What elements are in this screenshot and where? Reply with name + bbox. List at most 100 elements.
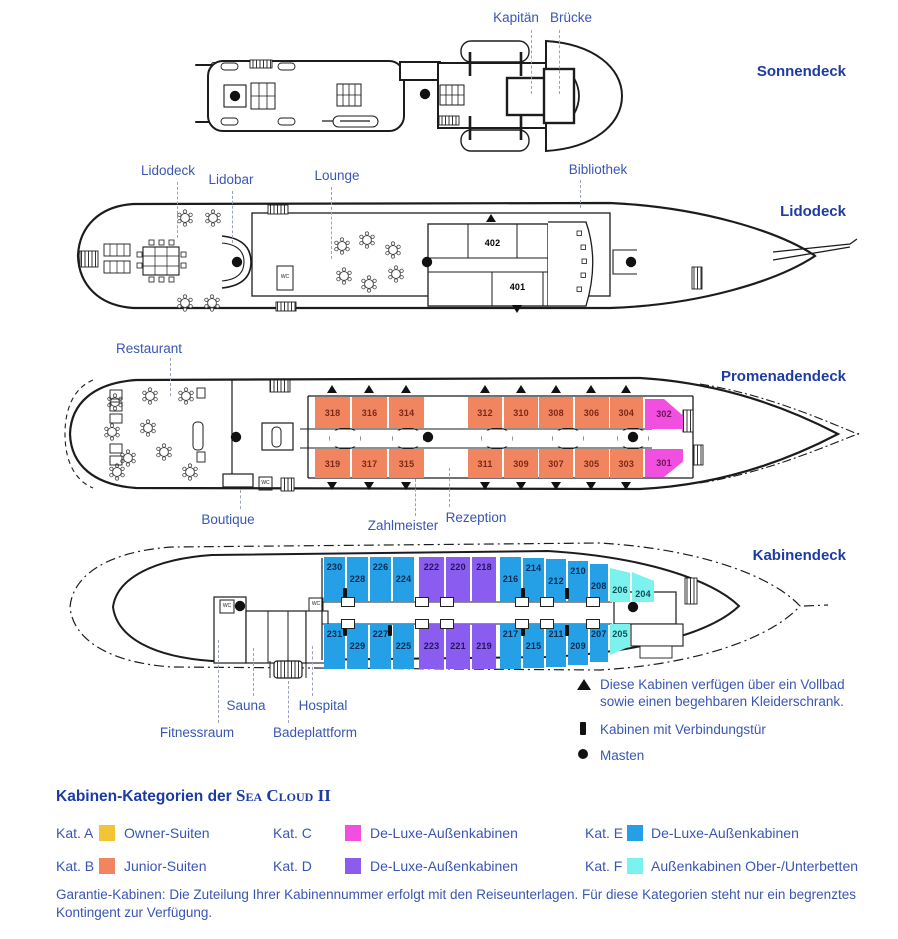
cabin-222: 222: [419, 557, 444, 602]
leader-hospital: [312, 646, 313, 696]
category-row-b: Kat. B Junior-Suiten: [56, 858, 207, 874]
leader-rezeption: [449, 468, 450, 507]
wc-label: WC: [222, 603, 232, 609]
connecting-door-marker: [565, 625, 569, 636]
vollbad-marker: [586, 482, 596, 490]
cabin-223: 223: [419, 624, 444, 669]
category-swatch-b: [99, 858, 115, 874]
label-lidodeck: Lidodeck: [140, 163, 196, 178]
label-lidobar: Lidobar: [208, 172, 254, 187]
category-row-e: Kat. E De-Luxe-Außenkabinen: [585, 825, 799, 841]
cabin-401: 401: [509, 282, 526, 292]
vollbad-marker: [401, 385, 411, 393]
cabin-219: 219: [472, 624, 496, 669]
corridor-door-tab: [586, 619, 600, 629]
leader-lidodeck: [177, 182, 178, 238]
vollbad-marker: [515, 482, 526, 490]
cabin-316: 316: [352, 397, 387, 428]
cabin-224: 224: [393, 557, 414, 602]
vollbad-legend-icon: [577, 679, 591, 690]
cabin-303: 303: [609, 449, 643, 478]
label-kapitaen: Kapitän: [493, 10, 539, 25]
vollbad-marker: [620, 385, 631, 393]
corridor-door-tab: [341, 597, 355, 607]
cabin-301: 301: [645, 449, 683, 477]
vollbad-marker: [620, 482, 631, 490]
leader-restaurant: [170, 358, 171, 396]
cabin-231: 231: [324, 624, 345, 669]
cabin-311: 311: [468, 449, 502, 478]
label-sauna: Sauna: [226, 698, 266, 713]
leader-lidobar: [232, 191, 233, 243]
cabin-217: 217: [500, 624, 521, 669]
label-bibliothek: Bibliothek: [568, 162, 628, 177]
corridor-door-tab: [515, 597, 529, 607]
cabin-306: 306: [574, 397, 609, 428]
cabin-204: 204: [632, 572, 654, 602]
label-boutique: Boutique: [201, 512, 255, 527]
cabin-310: 310: [504, 397, 538, 428]
leader-lounge: [331, 187, 332, 259]
cabin-317: 317: [352, 449, 387, 478]
category-row-d: Kat. D De-Luxe-Außenkabinen: [273, 858, 518, 874]
cabin-215: 215: [523, 624, 544, 668]
label-lounge: Lounge: [314, 168, 360, 183]
vollbad-marker: [364, 482, 374, 490]
lidodeck-drawing: [76, 201, 858, 312]
cabin-307: 307: [539, 449, 573, 478]
leader-bruecke: [559, 30, 560, 94]
connecting-door-marker: [521, 588, 525, 599]
cabin-212: 212: [546, 559, 566, 602]
masten-legend-icon: [578, 749, 588, 759]
corridor-door-tab: [415, 619, 429, 629]
leader-bibliothek: [580, 180, 581, 208]
corridor-door-tab: [540, 619, 554, 629]
wc-label: WC: [311, 601, 321, 607]
label-fitnessraum: Fitnessraum: [159, 725, 235, 740]
legend-verbindungstuer: Kabinen mit Verbindungstür: [600, 722, 766, 737]
corridor-door-tab: [586, 597, 600, 607]
label-badeplattform: Badeplattform: [272, 725, 358, 740]
connecting-door-marker: [343, 625, 347, 636]
corridor-door-tab: [415, 597, 429, 607]
category-swatch-f: [627, 858, 643, 874]
cabin-225: 225: [393, 624, 414, 669]
corridor-door-tab: [440, 597, 454, 607]
cabin-211: 211: [546, 624, 566, 667]
verbindungstuer-legend-icon: [580, 722, 586, 735]
cabin-305: 305: [574, 449, 609, 478]
cabin-209: 209: [568, 624, 588, 665]
cabin-206: 206: [610, 568, 630, 602]
cabin-315: 315: [389, 449, 424, 478]
category-swatch-a: [99, 825, 115, 841]
category-swatch-d: [345, 858, 361, 874]
category-row-c: Kat. C De-Luxe-Außenkabinen: [273, 825, 518, 841]
leader-boutique: [240, 490, 241, 509]
vollbad-marker: [327, 385, 337, 393]
cabin-216: 216: [500, 557, 521, 602]
vollbad-marker: [550, 482, 561, 490]
cabin-207: 207: [590, 624, 608, 662]
label-hospital: Hospital: [298, 698, 348, 713]
cabin-318: 318: [315, 397, 350, 428]
leader-badeplattform: [288, 681, 289, 723]
connecting-door-marker: [565, 588, 569, 599]
cabin-214: 214: [523, 558, 544, 602]
cabin-227: 227: [370, 624, 391, 669]
ship-name: Sea Cloud II: [236, 786, 331, 805]
corridor-door-tab: [515, 619, 529, 629]
vollbad-marker: [550, 385, 561, 393]
label-restaurant: Restaurant: [115, 341, 183, 356]
vollbad-marker: [586, 385, 596, 393]
guarantee-note: Garantie-Kabinen: Die Zuteilung Ihrer Ka…: [56, 887, 856, 921]
connecting-door-marker: [521, 625, 525, 636]
wc-label: WC: [280, 274, 290, 280]
cabin-314: 314: [389, 397, 424, 428]
vollbad-marker: [479, 482, 490, 490]
vollbad-marker: [364, 385, 374, 393]
corridor-door-tab: [341, 619, 355, 629]
vollbad-marker: [515, 385, 526, 393]
deck-title-sonnendeck: Sonnendeck: [756, 63, 846, 80]
promenadendeck-drawing: [64, 376, 861, 492]
